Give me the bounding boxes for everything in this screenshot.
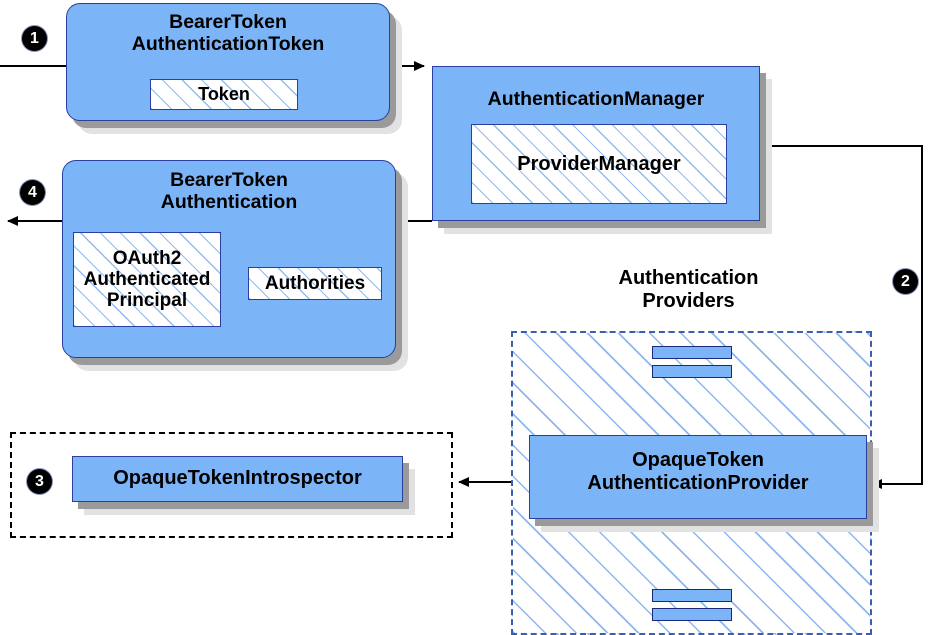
- node-opaque-token-authentication-provider[interactable]: OpaqueToken AuthenticationProvider: [529, 435, 879, 532]
- node-authentication-manager[interactable]: AuthenticationManager ProviderManager: [432, 66, 772, 234]
- node-body: [529, 435, 867, 519]
- inner-box-token[interactable]: Token: [150, 79, 298, 110]
- node-title: AuthenticationManager: [487, 88, 705, 110]
- provider-stack-top-icon: [652, 346, 732, 378]
- node-title: BearerToken AuthenticationToken: [131, 11, 325, 56]
- step-badge-4: 4: [20, 180, 45, 205]
- node-opaque-token-introspector[interactable]: OpaqueTokenIntrospector: [72, 456, 415, 515]
- authentication-providers-label: Authentication Providers: [618, 267, 759, 312]
- inner-box-authorities[interactable]: Authorities: [248, 267, 382, 300]
- node-body: [72, 456, 403, 502]
- inner-box-oauth2-authenticated-principal[interactable]: OAuth2 Authenticated Principal: [73, 232, 221, 327]
- node-bearer-token-authentication-token[interactable]: BearerToken AuthenticationToken Token: [66, 3, 402, 134]
- step-badge-2: 2: [893, 269, 918, 294]
- provider-bar: [652, 589, 732, 602]
- provider-bar: [652, 365, 732, 378]
- step-badge-1: 1: [22, 26, 47, 51]
- opaque-token-introspector-container: [10, 432, 453, 538]
- wire-manager-to-provider: [760, 145, 923, 489]
- step-badge-3: 3: [27, 469, 52, 494]
- provider-bar: [652, 608, 732, 621]
- provider-bar: [652, 346, 732, 359]
- node-bearer-token-authentication[interactable]: BearerToken Authentication OAuth2 Authen…: [62, 160, 408, 371]
- node-title: OpaqueTokenIntrospector: [113, 467, 362, 489]
- node-title: OpaqueToken AuthenticationProvider: [587, 449, 809, 494]
- node-title: BearerToken Authentication: [160, 169, 298, 214]
- provider-stack-bottom-icon: [652, 589, 732, 621]
- inner-box-provider-manager[interactable]: ProviderManager: [471, 124, 727, 204]
